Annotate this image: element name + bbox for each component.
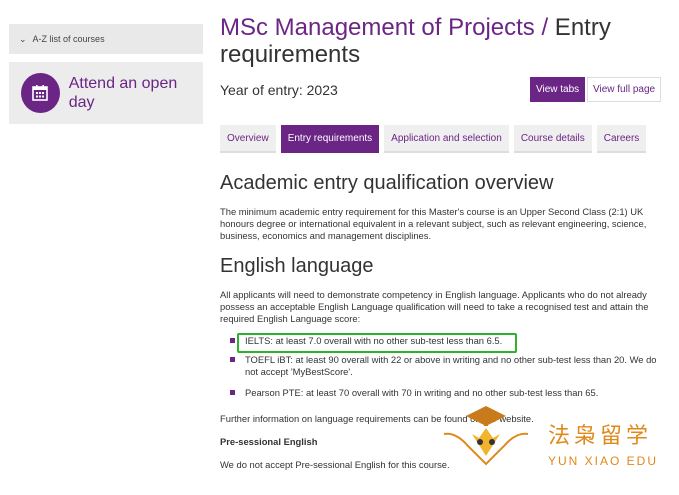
ielts-highlight-box [237, 333, 517, 353]
bullet-icon [230, 357, 235, 362]
list-item: TOEFL iBT: at least 90 overall with 22 o… [230, 354, 660, 378]
english-requirements-list: IELTS: at least 7.0 overall with no othe… [230, 335, 660, 399]
az-courses-label: A-Z list of courses [32, 34, 105, 44]
watermark-logo-icon [443, 406, 529, 466]
tab-overview[interactable]: Overview [220, 125, 276, 153]
toefl-requirement: TOEFL iBT: at least 90 overall with 22 o… [245, 354, 657, 377]
presessional-heading: Pre-sessional English [220, 436, 318, 447]
presessional-paragraph: We do not accept Pre-sessional English f… [220, 459, 450, 470]
tab-entry-requirements[interactable]: Entry requirements [280, 125, 380, 153]
year-of-entry: Year of entry: 2023 [220, 82, 338, 98]
az-courses-toggle[interactable]: ⌄ A-Z list of courses [9, 24, 203, 54]
further-info-paragraph: Further information on language requirem… [220, 413, 534, 424]
view-full-page-button[interactable]: View full page [587, 77, 662, 102]
page-title: MSc Management of Projects / Entry requi… [220, 14, 660, 68]
watermark: 法枭留学 YUN XIAO EDU [436, 404, 679, 476]
programme-link[interactable]: MSc Management of Projects / [220, 14, 549, 41]
course-tabs: Overview Entry requirements Application … [220, 125, 651, 153]
ielts-requirement: IELTS: at least 7.0 overall with no othe… [245, 335, 503, 346]
tab-careers[interactable]: Careers [596, 125, 647, 153]
watermark-text-cn: 法枭留学 [548, 423, 653, 448]
english-heading: English language [220, 255, 374, 277]
view-tabs-button[interactable]: View tabs [530, 77, 586, 102]
chevron-down-icon: ⌄ [19, 33, 27, 44]
calendar-icon [21, 73, 60, 113]
pte-requirement: Pearson PTE: at least 70 overall with 70… [245, 387, 599, 398]
list-item: IELTS: at least 7.0 overall with no othe… [230, 335, 660, 347]
list-item: Pearson PTE: at least 70 overall with 70… [230, 387, 660, 399]
page-title-suffix: Entry requirements [220, 14, 611, 68]
english-paragraph: All applicants will need to demonstrate … [220, 289, 649, 324]
open-day-link[interactable]: Attend an open day [9, 62, 203, 124]
academic-paragraph: The minimum academic entry requirement f… [220, 206, 647, 241]
open-day-label: Attend an open day [68, 75, 178, 111]
tab-course-details[interactable]: Course details [513, 125, 592, 153]
academic-heading: Academic entry qualification overview [220, 172, 554, 194]
bullet-icon [230, 338, 235, 343]
bullet-icon [230, 390, 235, 395]
tab-application-and-selection[interactable]: Application and selection [384, 125, 509, 153]
watermark-text-en: YUN XIAO EDU [548, 454, 659, 468]
